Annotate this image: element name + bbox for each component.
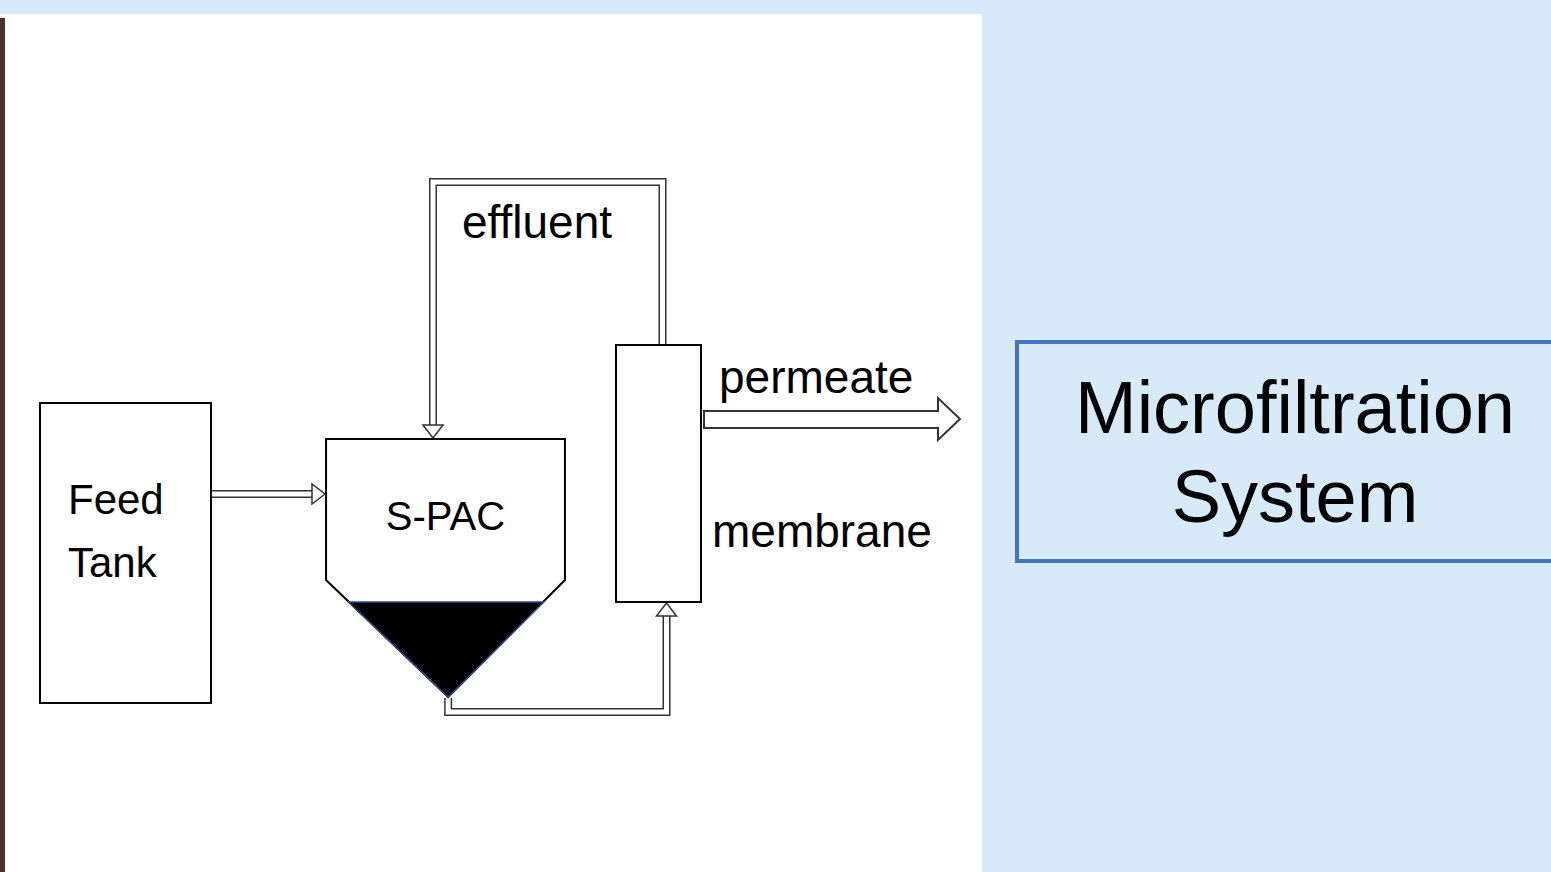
white-panel	[0, 14, 982, 872]
tank-box: Feed Tank	[39, 402, 212, 704]
connector-outline	[433, 182, 663, 425]
flow-label: permeate	[719, 350, 913, 404]
connector-outline	[212, 490, 312, 498]
permeate-arrow	[704, 398, 960, 440]
edge-label: effluent	[462, 195, 612, 249]
arrowhead	[312, 484, 325, 504]
funnel-outline	[326, 439, 565, 697]
edge-strip	[0, 18, 5, 872]
system-title-box: Microfiltration System	[1015, 340, 1551, 563]
arrowhead	[657, 603, 677, 616]
connector-core	[212, 492, 312, 497]
membrane-module: membrane	[615, 344, 702, 603]
connector-core	[433, 182, 663, 425]
node-caption: membrane	[712, 504, 932, 558]
reactor-funnel: S-PAC	[325, 438, 566, 700]
flow-connector	[212, 484, 325, 504]
funnel-outline	[325, 438, 566, 700]
node-label: S-PAC	[325, 492, 566, 540]
carbon-sludge	[348, 602, 543, 697]
node-label: Feed Tank	[68, 468, 188, 594]
flow-connector	[423, 182, 663, 438]
node-label: Microfiltration System	[1055, 363, 1535, 541]
arrowhead	[423, 425, 443, 438]
